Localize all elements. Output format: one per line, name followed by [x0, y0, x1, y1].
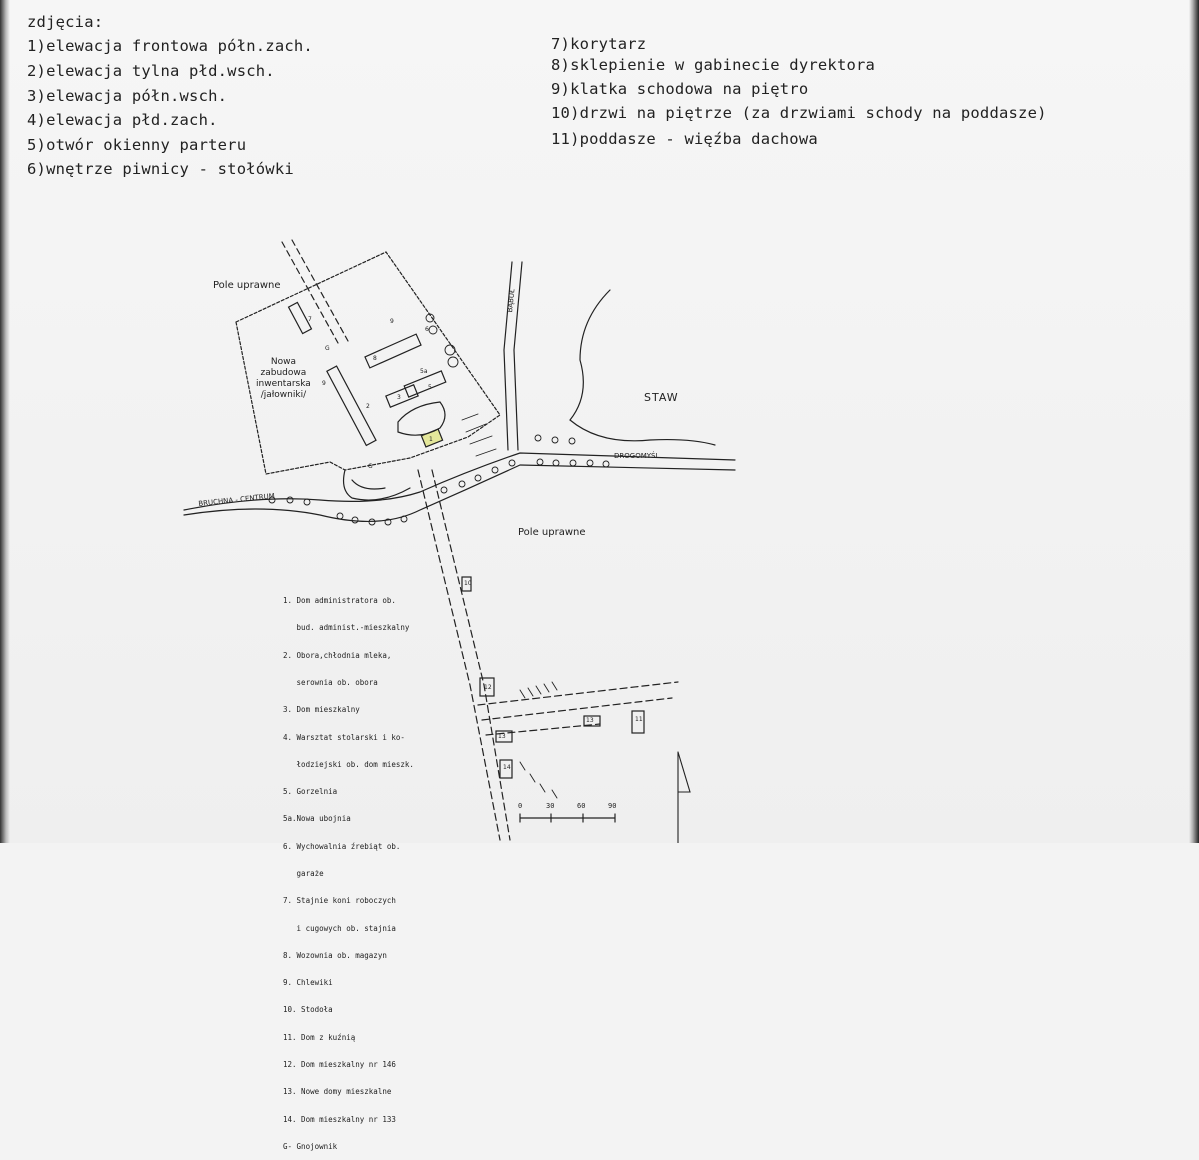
map-legend: 1. Dom administratora ob. bud. administ.… — [283, 578, 414, 1160]
legend-line: 1. Dom administratora ob. — [283, 596, 396, 606]
building-3 — [385, 384, 419, 408]
label-field-nw: Pole uprawne — [213, 280, 281, 291]
building-11 — [461, 576, 472, 592]
building-number: 3 — [397, 394, 401, 401]
building-number: 2 — [366, 403, 370, 410]
building-number: 14 — [503, 764, 511, 771]
photo-item: 8)sklepienie w gabinecie dyrektora — [551, 56, 876, 74]
building-2-obora — [326, 365, 377, 447]
building-number: 8 — [373, 355, 377, 362]
legend-line: 2. Obora,chłodnia mleka, — [283, 650, 392, 660]
building-number: G — [325, 345, 330, 352]
legend-line: 8. Wozownia ob. magazyn — [283, 950, 387, 960]
legend-line: 5. Gorzelnia — [283, 787, 338, 797]
legend-line: łodziejski ob. dom mieszk. — [283, 759, 414, 769]
tree-row-west — [268, 496, 408, 526]
photo-item: 5)otwór okienny parteru — [27, 136, 247, 154]
tree-cluster — [425, 313, 459, 368]
legend-line: 14. Dom mieszkalny nr 133 — [283, 1114, 396, 1124]
building-number: 5a — [420, 368, 428, 375]
scale-bar — [519, 813, 616, 823]
scale-tick: 90 — [608, 802, 617, 810]
garden-outline — [397, 401, 446, 436]
legend-line: i cugowych ob. stajnia — [283, 923, 396, 933]
road-north-east — [503, 261, 523, 451]
pond-shore — [569, 289, 716, 446]
legend-line: serownia ob. obora — [283, 678, 378, 688]
building-number: 5 — [428, 384, 432, 391]
legend-line: G- Gnojownik — [283, 1141, 338, 1151]
building-number: 1 — [429, 436, 433, 443]
photo-item: 10)drzwi na piętrze (za drzwiami schody … — [551, 104, 1047, 122]
legend-line: 9. Chlewiki — [283, 978, 333, 988]
building-14 — [499, 759, 513, 779]
tree-row-east — [440, 434, 610, 494]
photo-item: 1)elewacja frontowa półn.zach. — [27, 37, 313, 55]
site-plan-map — [183, 239, 736, 843]
building-number: 12 — [484, 684, 492, 691]
north-arrow — [677, 751, 691, 843]
legend-line: garaże — [283, 869, 324, 878]
label-pond: STAW — [644, 391, 679, 404]
building-number: 13 — [498, 733, 506, 740]
building-12 — [631, 710, 645, 734]
photo-item: 9)klatka schodowa na piętro — [551, 80, 809, 98]
photo-item: 4)elewacja płd.zach. — [27, 111, 218, 129]
legend-line: 13. Nowe domy mieszkalne — [283, 1087, 392, 1097]
building-number: 9 — [390, 318, 394, 325]
building-9-chlewiki — [364, 333, 422, 369]
legend-line: bud. administ.-mieszkalny — [283, 623, 410, 633]
legend-line: 3. Dom mieszkalny — [283, 705, 360, 715]
scale-tick: 0 — [518, 802, 523, 810]
road-branch-dashed — [477, 681, 679, 736]
photo-item: 3)elewacja półn.wsch. — [27, 87, 228, 105]
hatch-east-area — [461, 413, 497, 457]
road-north-dashed — [281, 239, 349, 344]
document-sheet — [0, 0, 1199, 843]
building-number: G — [368, 463, 373, 470]
building-13b — [495, 730, 513, 743]
photo-item: 11)poddasze - więźba dachowa — [551, 130, 818, 148]
scale-tick: 60 — [577, 802, 586, 810]
building-number: 9 — [322, 380, 326, 387]
building-number: 6 — [425, 326, 429, 333]
hatch-south — [519, 681, 558, 799]
property-boundary — [235, 251, 501, 475]
legend-line: 11. Dom z kuźnią — [283, 1032, 356, 1042]
entrance-loop — [342, 469, 411, 501]
legend-line: 5a.Nowa ubojnia — [283, 814, 351, 824]
building-number: 7 — [308, 316, 312, 323]
legend-line: 7. Stajnie koni roboczych — [283, 896, 396, 906]
label-road-east: DROGOMYŚL — [614, 452, 660, 460]
building-number: 13 — [586, 717, 594, 724]
building-number: 11 — [635, 716, 643, 723]
legend-line: 12. Dom mieszkalny nr 146 — [283, 1059, 396, 1069]
photo-list-heading: zdjęcia: — [27, 13, 104, 31]
scan-edge-left — [0, 0, 10, 843]
label-field-s: Pole uprawne — [518, 527, 586, 538]
photo-item: 7)korytarz — [551, 35, 647, 53]
legend-line: 6. Wychowalnia źrebiąt ob. — [283, 841, 401, 851]
building-number: 10 — [464, 580, 472, 587]
road-west — [183, 452, 736, 523]
label-new-buildings: Nowa zabudowa inwentarska /jałowniki/ — [256, 357, 311, 400]
building-5 — [403, 370, 447, 398]
legend-line: 4. Warsztat stolarski i ko- — [283, 732, 405, 742]
photo-item: 2)elewacja tylna płd.wsch. — [27, 62, 275, 80]
scan-edge-right — [1189, 0, 1199, 843]
legend-line: 10. Stodoła — [283, 1005, 333, 1015]
road-south-dashed — [417, 469, 511, 841]
building-13 — [479, 677, 495, 697]
photo-item: 6)wnętrze piwnicy - stołówki — [27, 160, 294, 178]
scale-tick: 30 — [546, 802, 555, 810]
building-8-north — [287, 301, 313, 335]
building-13c — [583, 715, 601, 727]
